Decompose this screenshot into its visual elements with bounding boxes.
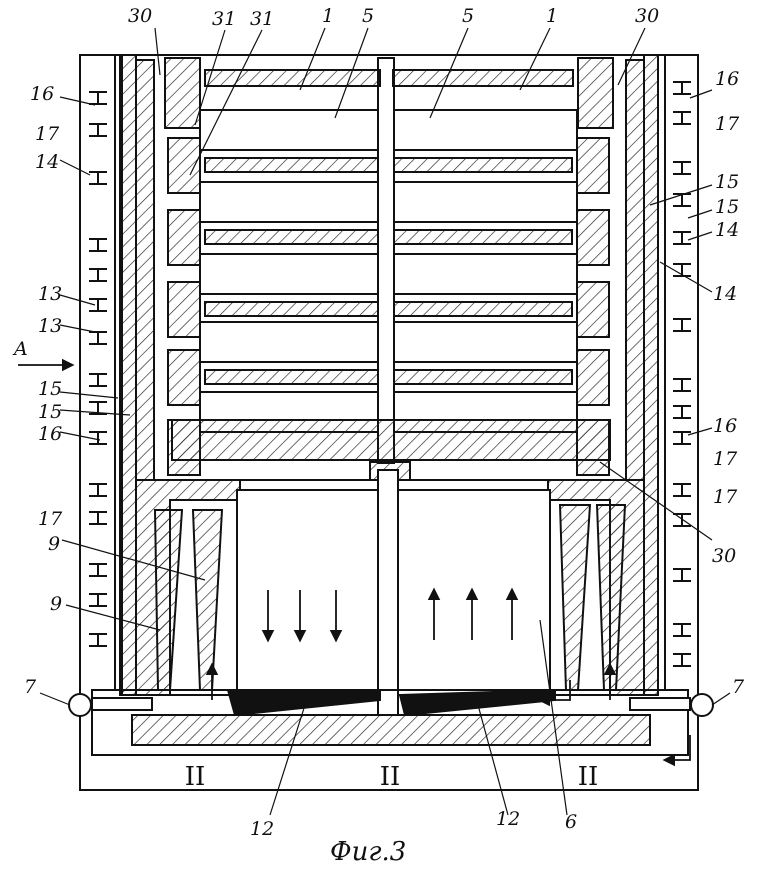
base-ii-mark: II bbox=[185, 762, 206, 792]
label-12-left: 12 bbox=[250, 818, 274, 840]
right-valve-icon bbox=[690, 693, 714, 717]
upper-base-plate bbox=[171, 419, 611, 461]
figure-caption: Фиг.3 bbox=[330, 837, 406, 867]
left-duct-outer bbox=[153, 509, 184, 691]
shelf-block-right bbox=[393, 181, 578, 223]
right-channel-wall bbox=[625, 59, 645, 481]
side-block-left bbox=[167, 209, 201, 266]
right-heater-element bbox=[398, 688, 556, 717]
shelf-block-left bbox=[199, 181, 379, 223]
label-30-top-left: 30 bbox=[128, 5, 152, 27]
left-channel-wall bbox=[135, 59, 155, 481]
shelf-plate-right bbox=[393, 157, 573, 173]
label-16-left-b: 16 bbox=[38, 423, 62, 445]
label-17-right-c: 17 bbox=[713, 486, 738, 508]
shelf-plate-right bbox=[393, 301, 573, 317]
label-14-left: 14 bbox=[35, 151, 59, 173]
label-17-left-b: 17 bbox=[38, 508, 63, 530]
label-9-left-a: 9 bbox=[48, 533, 60, 555]
label-7-right: 7 bbox=[732, 676, 745, 698]
label-15-left-b: 15 bbox=[38, 401, 62, 423]
left-duct-inner bbox=[191, 509, 224, 691]
side-block-left bbox=[167, 349, 201, 406]
label-16-right-a: 16 bbox=[715, 68, 739, 90]
right-hatched-wall bbox=[643, 54, 659, 696]
base-slab bbox=[131, 714, 651, 746]
side-block-left bbox=[167, 281, 201, 338]
label-1-right: 1 bbox=[546, 5, 558, 27]
shelf-plate-left bbox=[204, 369, 379, 385]
label-15-right-a: 15 bbox=[715, 171, 739, 193]
label-16-right-b: 16 bbox=[713, 415, 737, 437]
label-17-right-b: 17 bbox=[713, 448, 738, 470]
top-plate-right bbox=[392, 69, 574, 87]
label-30-right: 30 bbox=[712, 545, 736, 567]
side-block-right bbox=[576, 209, 610, 266]
center-divider bbox=[377, 469, 399, 716]
shelf-block-left bbox=[199, 253, 379, 295]
left-lower-chamber bbox=[236, 489, 383, 691]
label-13-left-b: 13 bbox=[38, 315, 62, 337]
label-17-right-a: 17 bbox=[715, 113, 740, 135]
shelf-block-left bbox=[199, 321, 379, 363]
top-plate-left bbox=[204, 69, 381, 87]
side-block-right bbox=[576, 281, 610, 338]
label-9-left-b: 9 bbox=[50, 593, 62, 615]
label-13-left-a: 13 bbox=[38, 283, 62, 305]
left-valve-icon bbox=[68, 693, 92, 717]
label-5-right: 5 bbox=[462, 5, 474, 27]
label-14-right-a: 14 bbox=[715, 219, 739, 241]
side-block-right bbox=[576, 349, 610, 406]
base-ii-mark: II bbox=[578, 762, 599, 792]
label-12-right: 12 bbox=[496, 808, 520, 830]
shelf-block-left bbox=[199, 109, 379, 151]
label-30-top-right: 30 bbox=[635, 5, 659, 27]
shelf-plate-left bbox=[204, 157, 379, 173]
label-14-right-b: 14 bbox=[713, 283, 737, 305]
shelf-plate-left bbox=[204, 301, 379, 317]
left-heater-element bbox=[226, 689, 381, 717]
right-lower-chamber bbox=[396, 489, 551, 691]
top-left-block bbox=[164, 57, 201, 129]
side-block-right bbox=[576, 137, 610, 194]
label-6: 6 bbox=[565, 811, 577, 833]
right-valve-pipe bbox=[629, 697, 691, 711]
label-5-left: 5 bbox=[362, 5, 374, 27]
shelf-plate-right bbox=[393, 369, 573, 385]
left-hatched-wall bbox=[121, 54, 137, 696]
view-a-label: A bbox=[12, 338, 28, 360]
center-column bbox=[377, 57, 395, 464]
base-channel bbox=[91, 689, 689, 756]
outlet-arrow bbox=[662, 735, 691, 767]
shelf-block-right bbox=[393, 109, 578, 151]
base-ii-mark: II bbox=[380, 762, 401, 792]
label-1-left: 1 bbox=[322, 5, 334, 27]
top-right-block bbox=[577, 57, 614, 129]
shelf-block-right bbox=[393, 321, 578, 363]
shelf-plate-right bbox=[393, 229, 573, 245]
label-31-a: 31 bbox=[212, 8, 236, 30]
label-15-left-a: 15 bbox=[38, 378, 62, 400]
label-16-left-a: 16 bbox=[30, 83, 54, 105]
right-duct-outer bbox=[558, 504, 592, 691]
shelf-plate-left bbox=[204, 229, 379, 245]
label-7-left: 7 bbox=[24, 676, 37, 698]
left-valve-pipe bbox=[91, 697, 153, 711]
label-15-right-b: 15 bbox=[715, 196, 739, 218]
shelf-block-right bbox=[393, 253, 578, 295]
return-arrow-right bbox=[537, 680, 571, 707]
label-17-left-a: 17 bbox=[35, 123, 60, 145]
label-31-b: 31 bbox=[250, 8, 274, 30]
right-duct-inner bbox=[595, 504, 627, 691]
